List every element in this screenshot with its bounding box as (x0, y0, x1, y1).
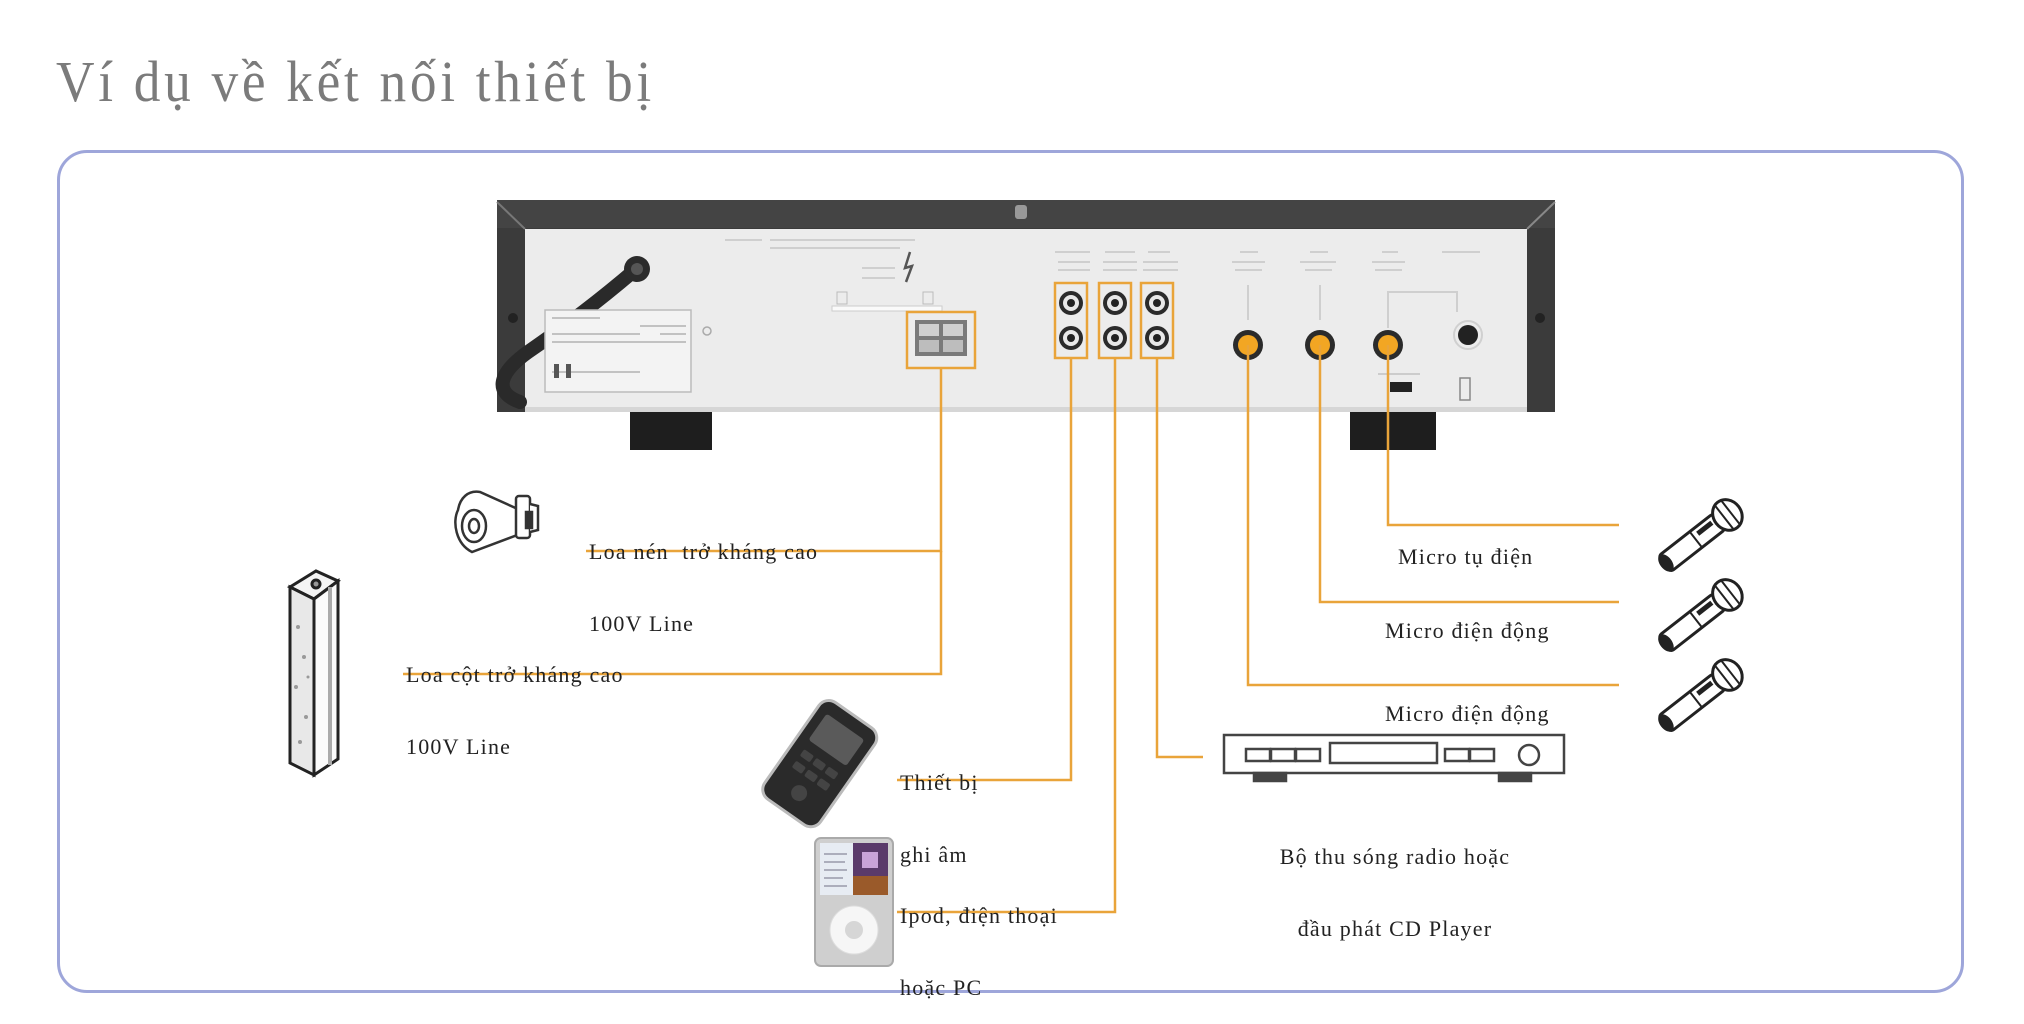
amp-panel (525, 229, 1527, 412)
amp-bottom-edge (525, 407, 1527, 412)
speaker-terminal-screw-1 (919, 324, 939, 336)
label-horn-speaker: Loa nén trở kháng cao 100V Line (589, 492, 818, 660)
amplifier-rear-panel (495, 200, 1556, 450)
label-mic-condenser: Micro tụ điện (1398, 497, 1533, 593)
rca-jack (1059, 326, 1083, 350)
rca-jack (1103, 291, 1127, 315)
label-recorder-line-1: Thiết bị (900, 770, 979, 795)
ground-lift-switch (1459, 377, 1471, 401)
line-cd-player (1155, 358, 1203, 759)
rca-jack (1145, 326, 1169, 350)
label-ipod: Ipod, điện thoại hoặc PC (900, 856, 1058, 1024)
line-column-speaker (403, 551, 943, 676)
label-cd-player: Bộ thu sóng radio hoặc đầu phát CD Playe… (1240, 797, 1550, 965)
warning-lightning-icon (903, 251, 915, 283)
logo-mark-2 (566, 364, 571, 378)
label-mic-dynamic-2-line-1: Micro điện động (1385, 701, 1550, 726)
rca-jack (1103, 326, 1127, 350)
screw-left (508, 313, 518, 323)
line-mic-condenser (1386, 345, 1619, 527)
label-recorder-line-2: ghi âm (900, 842, 968, 867)
line-recorder (897, 358, 1073, 782)
label-cd-player-line-2: đầu phát CD Player (1297, 916, 1493, 941)
label-ipod-line-1: Ipod, điện thoại (900, 903, 1058, 928)
column-speaker-icon (286, 569, 341, 778)
speaker-terminal-screw-2 (943, 324, 963, 336)
microphone-icon (1658, 578, 1744, 652)
label-recorder: Thiết bị ghi âm (900, 723, 979, 891)
label-column-speaker: Loa cột trở kháng cao 100V Line (406, 615, 624, 783)
rating-label (544, 309, 692, 393)
label-mic-dynamic-1-line-1: Micro điện động (1385, 618, 1550, 643)
rca-group-rec-out (1053, 251, 1090, 360)
line-ipod (897, 358, 1117, 914)
label-column-speaker-line-2: 100V Line (406, 734, 512, 759)
page-title: Ví dụ về kết nối thiết bị (56, 49, 655, 114)
label-ipod-line-2: hoặc PC (900, 975, 983, 1000)
power-cable-grommet-inner (631, 263, 643, 275)
amp-top-clip (1015, 205, 1027, 219)
rca-jack (1059, 291, 1083, 315)
power-cable (495, 263, 642, 409)
speaker-terminal-screw-3 (919, 340, 939, 352)
amp-foot-right (1350, 412, 1436, 450)
slider-rail (831, 305, 943, 312)
label-mic-condenser-line-1: Micro tụ điện (1398, 544, 1534, 569)
label-horn-speaker-line-2: 100V Line (589, 611, 695, 636)
horn-speaker-icon (454, 490, 540, 554)
slider-knob-2 (922, 291, 934, 305)
rca-jack (1145, 291, 1169, 315)
logo-mark-1 (554, 364, 559, 378)
connection-lines (403, 345, 1619, 914)
label-horn-speaker-line-1: Loa nén trở kháng cao (589, 539, 819, 564)
amp-bevel-left (496, 201, 526, 230)
ipod-icon (814, 837, 894, 967)
cd-player-icon (1222, 733, 1566, 783)
slider-knob-1 (836, 291, 848, 305)
panel-header-text (725, 239, 915, 279)
line-mic-dynamic-2 (1246, 345, 1619, 687)
label-mic-dynamic-1: Micro điện động (1385, 571, 1550, 667)
voice-recorder-icon (761, 698, 879, 829)
mix-out-jack (1458, 325, 1478, 345)
phantom-bracket (1387, 291, 1458, 328)
amp-foot-left (630, 412, 712, 450)
diagram-frame (57, 150, 1964, 993)
mic-jack-labels (1232, 251, 1480, 320)
speaker-terminal-screw-4 (943, 340, 963, 352)
screw-right (1535, 313, 1545, 323)
phantom-switch (1390, 382, 1412, 392)
microphone-icon (1658, 658, 1744, 732)
label-mic-dynamic-2: Micro điện động (1385, 654, 1550, 750)
ground-screw-left (702, 326, 712, 336)
mix-out-jack-ring (1453, 320, 1483, 350)
mic-jacks (1233, 330, 1403, 360)
label-cd-player-line-1: Bộ thu sóng radio hoặc (1279, 844, 1511, 869)
microphones (1658, 498, 1744, 732)
amp-bevel-right (1526, 201, 1556, 230)
rca-jacks (1059, 291, 1169, 350)
line-mic-dynamic-1 (1318, 345, 1619, 604)
label-column-speaker-line-1: Loa cột trở kháng cao (406, 662, 624, 687)
microphone-icon (1658, 498, 1744, 572)
